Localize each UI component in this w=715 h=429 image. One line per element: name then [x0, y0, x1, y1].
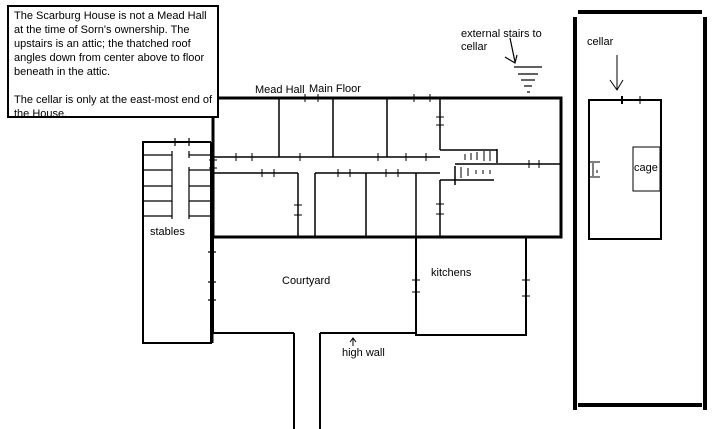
note-paragraph-2: The cellar is only at the east-most end … — [14, 94, 213, 120]
label-main-floor: Main Floor — [309, 83, 361, 95]
label-mead-hall: Mead Hall — [255, 84, 305, 96]
kitchens-outline — [415, 236, 527, 336]
cage — [632, 146, 661, 192]
label-cellar: cellar — [587, 36, 614, 48]
courtyard-walls — [212, 237, 416, 429]
interior-walls — [213, 98, 561, 236]
doors — [209, 94, 540, 216]
cellar-boundary — [573, 10, 707, 410]
label-stables: stables — [150, 226, 185, 238]
stables-outline — [142, 138, 216, 344]
label-courtyard: Courtyard — [282, 275, 331, 287]
label-high-wall: high wall — [342, 347, 385, 359]
note-paragraph-1: The Scarburg House is not a Mead Hall at… — [14, 10, 207, 78]
external-stairs-icon — [504, 37, 542, 93]
cellar-room — [588, 99, 662, 240]
description-note: The Scarburg House is not a Mead Hall at… — [7, 5, 219, 120]
label-external-stairs: external stairs to cellar — [461, 28, 542, 53]
label-cage: cage — [634, 162, 658, 174]
internal-stairs — [460, 151, 491, 178]
label-kitchens: kitchens — [431, 267, 472, 279]
